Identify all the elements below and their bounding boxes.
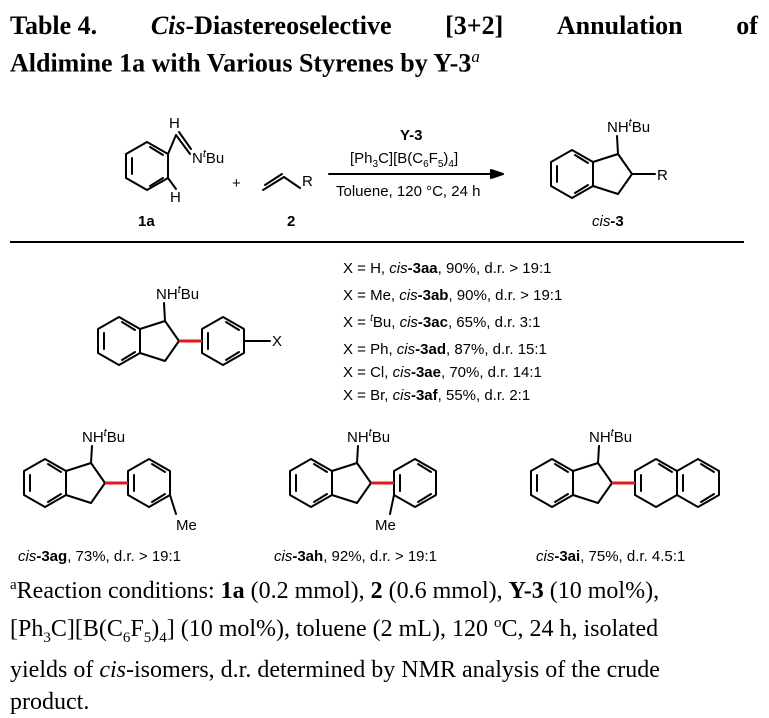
title-line2: Aldimine 1a with Various Styrenes by Y-3 xyxy=(10,48,472,78)
footnote-text: (0.6 mmol), xyxy=(382,578,509,604)
footnote-sub: 5 xyxy=(143,629,152,646)
footnote-sub: 4 xyxy=(159,629,167,646)
footnote-line-3: yields of cis-isomers, d.r. determined b… xyxy=(10,654,760,686)
product-nh: NHtBu xyxy=(607,117,650,136)
sm-h-top: H xyxy=(169,115,180,132)
aryl-series-structure xyxy=(97,302,271,366)
entry-3ae: X = Cl, cis-3ae, 70%, d.r. 14:1 xyxy=(343,364,542,381)
footnote-bold: Y-3 xyxy=(508,578,544,604)
plus-sign: + xyxy=(232,175,241,192)
title-of: of xyxy=(736,11,758,40)
alkene-structure xyxy=(262,173,301,191)
table-footnote: aReaction conditions: 1a (0.2 mmol), 2 (… xyxy=(10,569,760,718)
reaction-arrow-head xyxy=(490,169,504,179)
footnote-text: Reaction conditions: xyxy=(16,578,221,604)
table-label: Table 4. xyxy=(10,11,98,40)
product-ag-structure xyxy=(23,445,177,515)
ai-caption: cis-3ai, 75%, d.r. 4.5:1 xyxy=(536,548,685,565)
product-label: cis-3 xyxy=(592,213,624,230)
footnote-text: -isomers, d.r. determined by NMR analysi… xyxy=(126,656,660,683)
product-r: R xyxy=(657,167,668,184)
footnote-text: (10 mol%), xyxy=(543,578,660,604)
table-title: Table 4. Cis-Diastereoselective [3+2] An… xyxy=(10,10,758,79)
footnote-sub: 6 xyxy=(122,629,131,646)
scheme-drawing: H NtBu H 1a + R 2 Y-3 [Ph3C][B(C6F5)4] T… xyxy=(10,115,744,565)
product-indane-structure xyxy=(550,135,656,199)
product-cyclopentane-ring xyxy=(592,153,633,195)
entry-3ab: X = Me, cis-3ab, 90%, d.r. > 19:1 xyxy=(343,287,562,304)
footnote-line-4: product. xyxy=(10,686,760,718)
footnote-text: ) xyxy=(151,616,160,642)
product-ai-structure xyxy=(530,445,720,508)
ah-me: Me xyxy=(375,517,396,534)
sm-h-bottom: H xyxy=(170,189,181,206)
ah-nh: NHtBu xyxy=(347,427,390,446)
title-annul-bracket: [3+2] xyxy=(445,11,504,40)
footnote-line-1: aReaction conditions: 1a (0.2 mmol), 2 (… xyxy=(10,569,760,607)
title-cis: Cis xyxy=(150,11,186,40)
footnote-text: F xyxy=(130,616,144,642)
sm-n: NtBu xyxy=(192,148,224,167)
footnote-text: yields of xyxy=(10,656,100,683)
alkene-r: R xyxy=(302,173,313,190)
ah-caption: cis-3ah, 92%, d.r. > 19:1 xyxy=(274,548,437,565)
title-cis-word: Cis-Diastereoselective xyxy=(151,10,392,41)
conditions-label: Toluene, 120 °C, 24 h xyxy=(336,183,480,200)
activator-label: [Ph3C][B(C6F5)4] xyxy=(350,150,458,170)
footnote-text: C][B(C xyxy=(50,616,123,642)
footnote-sub: 3 xyxy=(43,629,51,646)
footnote-text: [Ph xyxy=(10,616,44,642)
entry-3ac: X = tBu, cis-3ac, 65%, d.r. 3:1 xyxy=(343,313,541,331)
footnote-text: ] (10 mol%), toluene (2 mL), 120 xyxy=(166,616,494,642)
product-ah-structure xyxy=(289,445,437,515)
footnote-text: (0.2 mmol), xyxy=(244,578,371,604)
ag-me: Me xyxy=(176,517,197,534)
footnote-bold: 1a xyxy=(220,578,245,604)
entry-3af: X = Br, cis-3af, 55%, d.r. 2:1 xyxy=(343,387,530,404)
aryl-nh: NHtBu xyxy=(156,284,199,303)
alkene-label: 2 xyxy=(287,213,295,230)
footnote-italic: cis xyxy=(99,656,126,683)
entry-3aa: X = H, cis-3aa, 90%, d.r. > 19:1 xyxy=(343,260,551,277)
footnote-line-2: [Ph3C][B(C6F5)4] (10 mol%), toluene (2 m… xyxy=(10,607,760,654)
ai-nh: NHtBu xyxy=(589,427,632,446)
catalyst-label: Y-3 xyxy=(400,127,423,144)
footnote-degree: o xyxy=(493,615,502,631)
title-annulation: Annulation xyxy=(556,11,683,40)
footnote-bold: 2 xyxy=(370,578,383,604)
entry-3ad: X = Ph, cis-3ad, 87%, d.r. 15:1 xyxy=(343,341,547,358)
aryl-cyclopentane-ring xyxy=(139,320,180,362)
footnote-mark: a xyxy=(10,577,17,593)
title-diastereoselective: -Diastereoselective xyxy=(185,11,392,40)
title-footnote-mark: a xyxy=(471,47,480,66)
footnote-text: product. xyxy=(10,688,90,715)
ag-nh: NHtBu xyxy=(82,427,125,446)
footnote-text: C, 24 h, isolated xyxy=(501,616,659,642)
sm-label: 1a xyxy=(138,213,155,230)
aryl-x: X xyxy=(272,333,282,350)
aldimine-structure xyxy=(125,131,192,191)
aryl-phenyl-ring xyxy=(201,316,245,366)
ag-caption: cis-3ag, 73%, d.r. > 19:1 xyxy=(18,548,181,565)
